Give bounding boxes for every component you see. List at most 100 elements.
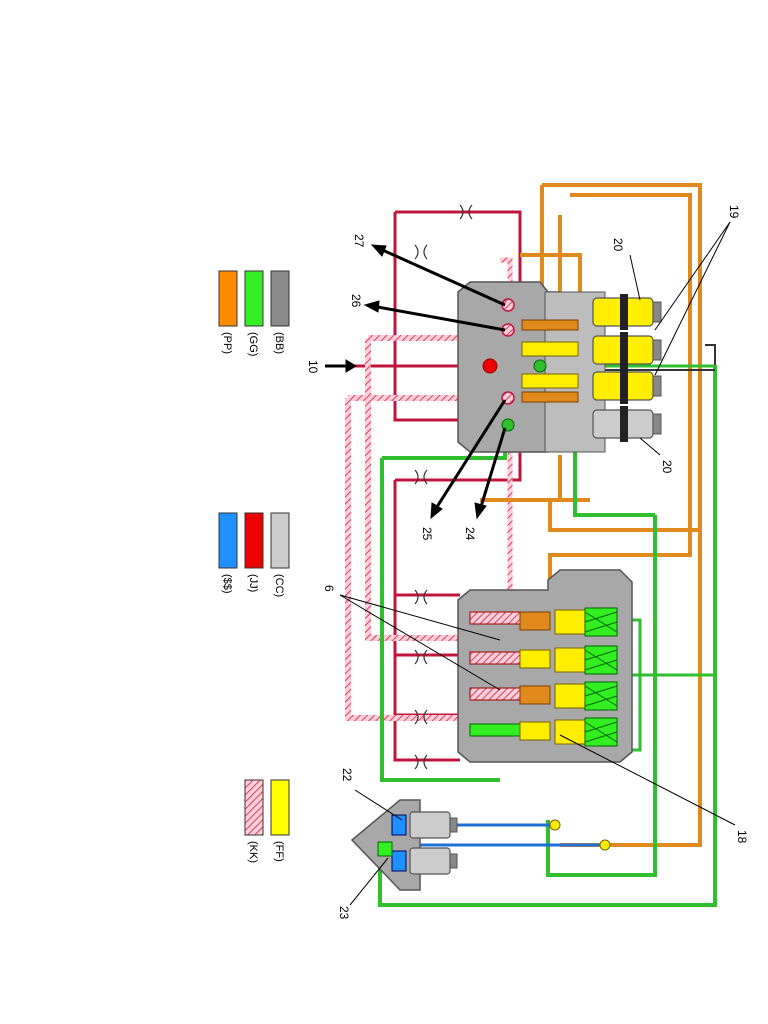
orifice-3 <box>414 469 428 485</box>
green-line-outer <box>378 365 717 907</box>
orifice-6 <box>414 709 428 725</box>
orange-line-5 <box>548 500 700 532</box>
callout-22: 22 <box>340 768 354 782</box>
callout-20-top: 20 <box>611 238 625 252</box>
callout-10: 10 <box>306 360 320 374</box>
hatch-line-2 <box>365 338 470 641</box>
leader-26 <box>371 304 506 332</box>
leader-18 <box>559 734 736 826</box>
bracket-line <box>705 344 716 365</box>
leader-20b <box>639 437 661 456</box>
callout-27: 27 <box>352 234 366 248</box>
hatch-line-1 <box>345 398 470 721</box>
hydraulic-lines <box>340 183 717 907</box>
leader-20a <box>629 254 641 301</box>
red-line-mid <box>393 480 460 762</box>
pilot-valve <box>350 799 611 891</box>
green-line-2 <box>546 515 657 877</box>
red-line-upper <box>393 212 460 422</box>
legend-label-cc: (CC) <box>273 574 285 597</box>
spool-4 <box>521 391 579 403</box>
legend-swatch-kk <box>244 779 264 836</box>
leader-19a <box>654 221 731 331</box>
callout-26: 26 <box>349 294 363 308</box>
callout-6: 6 <box>322 585 336 592</box>
callout-25: 25 <box>420 527 434 541</box>
legend-item-ss: ($$) <box>218 512 238 594</box>
legend-item-kk: (KK) <box>244 779 264 863</box>
orange-line-6 <box>520 253 582 300</box>
leader-6b <box>339 594 501 691</box>
legend-item-pp: (PP) <box>218 270 238 354</box>
legend-item-jj: (JJ) <box>244 512 264 592</box>
lower-valve-body <box>457 569 633 763</box>
leader-24 <box>478 427 507 511</box>
leader-27 <box>377 246 506 307</box>
control-valve-4 <box>469 717 618 747</box>
legend-item-gg: (GG) <box>244 270 264 356</box>
green-line-3 <box>380 458 500 782</box>
leader-23 <box>349 857 389 906</box>
spool-2 <box>521 373 579 389</box>
control-valve-3 <box>469 681 618 711</box>
legend-swatch-gg <box>244 270 264 327</box>
callout-labels: 27 26 10 25 24 6 19 20 20 18 22 23 <box>306 205 749 920</box>
arrowhead-27 <box>370 244 387 257</box>
orifice-4 <box>414 589 428 605</box>
check-valve-1 <box>549 819 561 831</box>
callout-23: 23 <box>337 906 351 920</box>
legend: (BB) (GG) (PP) (CC) (JJ) ($$) (FF) (KK) <box>218 270 290 863</box>
legend-label-jj: (JJ) <box>247 574 259 592</box>
legend-swatch-cc <box>270 512 290 569</box>
legend-swatch-pp <box>218 270 238 327</box>
solenoid-2 <box>592 332 662 368</box>
leader-lines <box>325 221 736 906</box>
callout-24: 24 <box>463 527 477 541</box>
control-valve-2 <box>469 645 618 675</box>
solenoids <box>592 294 662 442</box>
leader-6a <box>339 594 501 641</box>
leader-25 <box>433 399 507 511</box>
solenoid-1 <box>592 294 662 330</box>
callout-19: 19 <box>727 205 741 219</box>
orifice-1 <box>459 204 473 220</box>
legend-swatch-ss <box>218 512 238 569</box>
control-valve-1 <box>469 607 618 637</box>
legend-label-ff: (FF) <box>273 841 285 862</box>
spool-3 <box>521 319 579 331</box>
check-valve-2 <box>599 839 611 851</box>
spool-1 <box>521 341 579 357</box>
pilot-solenoid-2 <box>409 847 451 875</box>
red-line-top <box>395 210 522 300</box>
leader-22 <box>354 789 403 821</box>
leader-19b <box>654 221 731 376</box>
orifice-2 <box>414 244 428 260</box>
legend-label-ss: ($$) <box>221 574 233 594</box>
legend-label-gg: (GG) <box>247 332 259 356</box>
pilot-solenoid-1 <box>409 811 451 839</box>
legend-item-cc: (CC) <box>270 512 290 597</box>
orifice-markers <box>414 204 473 770</box>
arrowhead-25 <box>430 502 443 520</box>
callout-18: 18 <box>735 830 749 844</box>
solenoid-4 <box>592 406 662 442</box>
orange-line-2 <box>548 193 692 620</box>
legend-swatch-ff <box>270 779 290 836</box>
legend-label-kk: (KK) <box>247 841 259 863</box>
solenoid-3 <box>592 368 662 404</box>
upper-valve-body <box>457 281 606 453</box>
port-10 <box>482 358 498 374</box>
port-green <box>533 359 547 373</box>
orifice-7 <box>414 754 428 770</box>
arrowhead-10 <box>345 359 357 373</box>
legend-swatch-bb <box>270 270 290 327</box>
arrowhead-24 <box>474 502 487 520</box>
arrowhead-26 <box>363 300 380 313</box>
legend-label-bb: (BB) <box>273 332 285 354</box>
legend-label-pp: (PP) <box>221 332 233 354</box>
legend-swatch-jj <box>244 512 264 569</box>
legend-item-ff: (FF) <box>270 779 290 862</box>
orifice-5 <box>414 649 428 665</box>
legend-item-bb: (BB) <box>270 270 290 354</box>
